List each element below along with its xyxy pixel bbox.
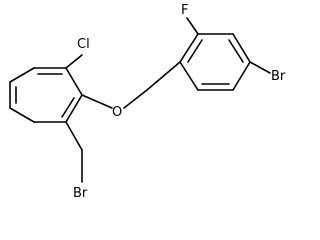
bond	[65, 94, 83, 123]
bond	[232, 33, 251, 63]
atom-labels: Cl O F Br Br	[73, 3, 286, 201]
bond-ch2-aryl	[146, 61, 181, 91]
double-bond-inner	[61, 97, 75, 118]
bond-c-br	[249, 61, 271, 74]
bond	[65, 67, 83, 96]
atom-f: F	[181, 3, 188, 18]
bond	[232, 61, 251, 91]
bond-c-cl	[65, 54, 83, 69]
double-bond-inner	[187, 39, 203, 63]
bond-c-ch2	[65, 121, 83, 151]
bond-o-ch2	[123, 89, 148, 109]
bond-c-f	[186, 17, 199, 35]
double-bond-inner	[228, 39, 244, 63]
atom-br-aryl: Br	[271, 69, 286, 84]
bond-lines	[9, 17, 271, 183]
atom-cl: Cl	[77, 37, 90, 52]
bond	[9, 67, 35, 83]
bond	[9, 107, 35, 123]
bond	[179, 61, 199, 91]
bond-c-o	[81, 94, 113, 109]
atom-o: O	[112, 105, 122, 120]
bond	[179, 33, 199, 63]
atom-br-benzyl: Br	[73, 186, 88, 201]
molecule-structure: Cl O F Br Br	[9, 3, 286, 201]
